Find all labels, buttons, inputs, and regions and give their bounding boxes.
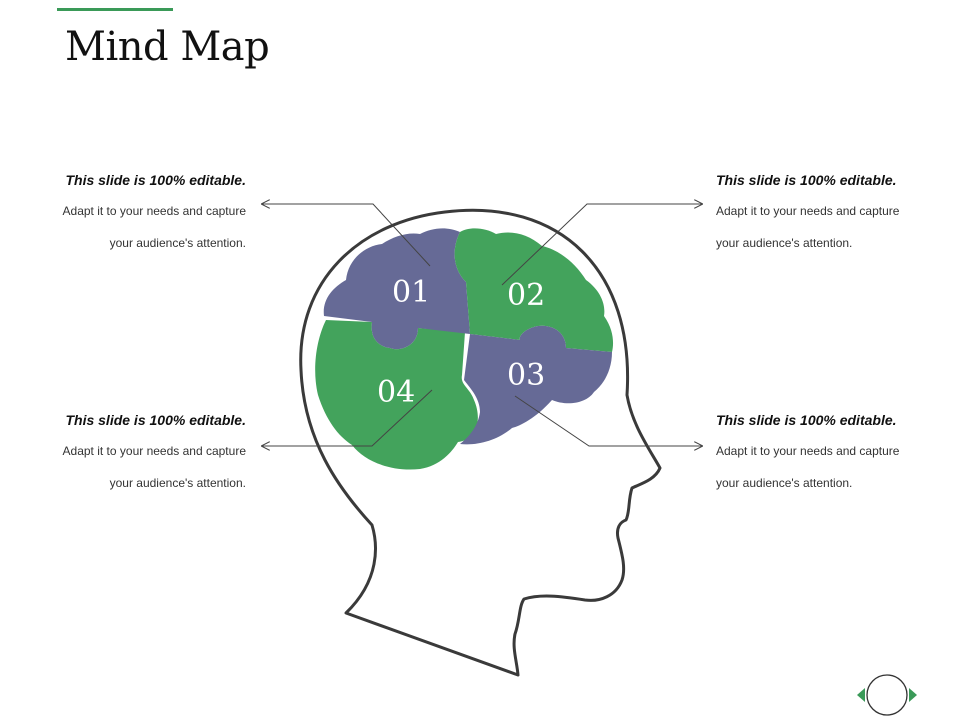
brain-piece-01 bbox=[323, 228, 470, 350]
brain-piece-03 bbox=[460, 325, 612, 445]
page-title: Mind Map bbox=[65, 24, 270, 70]
connector-02 bbox=[501, 204, 702, 286]
callout-body-line2: your audience's attention. bbox=[716, 476, 853, 490]
triangle-left-icon[interactable] bbox=[857, 688, 865, 702]
callout-body-line2: your audience's attention. bbox=[109, 236, 246, 250]
slide-nav bbox=[857, 674, 917, 716]
piece-number-01: 01 bbox=[392, 275, 430, 310]
callout-body-line2: your audience's attention. bbox=[716, 236, 853, 250]
callout-body-line1: Adapt it to your needs and capture bbox=[62, 444, 246, 458]
callout-heading: This slide is 100% editable. bbox=[716, 172, 897, 188]
callout-body-line2: your audience's attention. bbox=[109, 476, 246, 490]
callout-body-line1: Adapt it to your needs and capture bbox=[716, 204, 900, 218]
callout-02: This slide is 100% editable. Adapt it to… bbox=[716, 171, 956, 259]
piece-number-02: 02 bbox=[507, 278, 545, 313]
triangle-right-icon[interactable] bbox=[909, 688, 917, 702]
callout-body-line1: Adapt it to your needs and capture bbox=[716, 444, 900, 458]
callout-body-line1: Adapt it to your needs and capture bbox=[62, 204, 246, 218]
connector-03 bbox=[514, 395, 702, 446]
callout-03: This slide is 100% editable. Adapt it to… bbox=[716, 411, 956, 499]
piece-number-03: 03 bbox=[507, 358, 545, 393]
connector-01 bbox=[262, 204, 431, 267]
brain-piece-04 bbox=[315, 320, 478, 470]
callout-heading: This slide is 100% editable. bbox=[65, 172, 246, 188]
circle-icon[interactable] bbox=[866, 674, 908, 716]
callout-01: This slide is 100% editable. Adapt it to… bbox=[6, 171, 246, 259]
head-outline bbox=[299, 208, 662, 677]
piece-number-04: 04 bbox=[377, 375, 415, 410]
brain-piece-02 bbox=[454, 228, 614, 352]
title-accent-bar bbox=[57, 8, 173, 11]
connector-04 bbox=[262, 389, 433, 446]
callout-heading: This slide is 100% editable. bbox=[65, 412, 246, 428]
callout-04: This slide is 100% editable. Adapt it to… bbox=[6, 411, 246, 499]
callout-heading: This slide is 100% editable. bbox=[716, 412, 897, 428]
